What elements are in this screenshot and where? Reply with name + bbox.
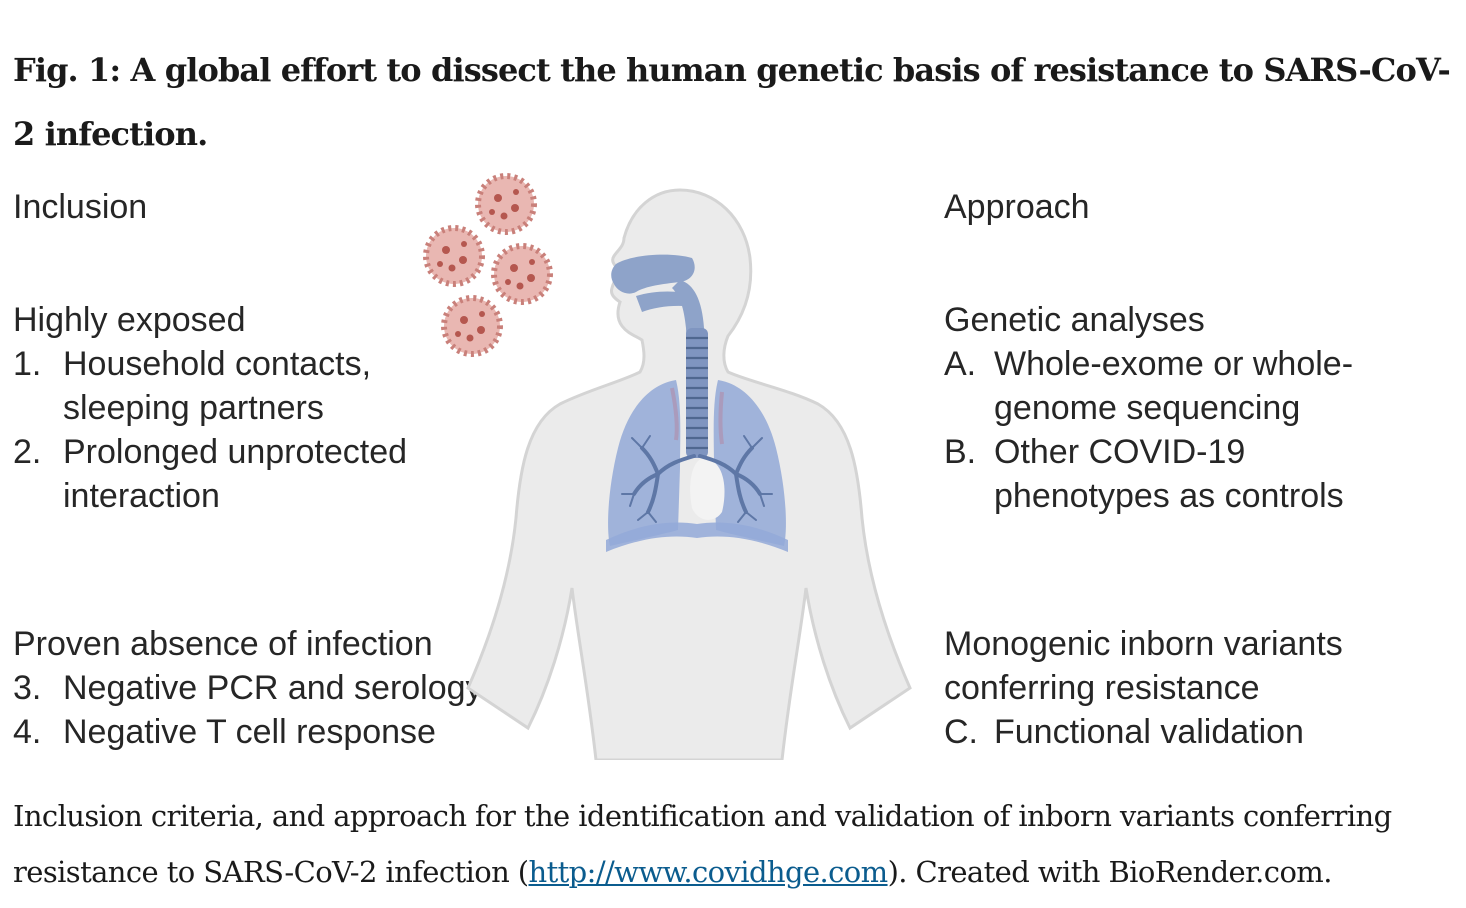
approach-heading: Approach — [944, 188, 1090, 226]
respiratory-illustration — [410, 168, 930, 762]
right-lung — [713, 380, 786, 546]
item-a-marker: A. — [944, 345, 977, 383]
pulmonary-vessel-left — [670, 387, 679, 441]
inclusion-column: Inclusion Highly exposed 1. Household co… — [13, 182, 533, 762]
item-a-line-1: Whole-exome or whole- — [994, 345, 1354, 383]
monogenic-variants-line-1: Monogenic inborn variants — [944, 625, 1343, 663]
item-4-line-1: Negative T cell response — [63, 713, 436, 751]
item-b-marker: B. — [944, 433, 977, 471]
item-4-marker: 4. — [13, 713, 42, 751]
nasal-cavity — [611, 254, 695, 294]
trachea-rings — [686, 336, 708, 450]
approach-column: Approach Genetic analyses A. Whole-exome… — [944, 182, 1444, 762]
genetic-analyses-title: Genetic analyses — [944, 301, 1205, 339]
proven-absence-title: Proven absence of infection — [13, 625, 433, 663]
virus-icon — [423, 173, 553, 357]
caption-text-after: ). Created with BioRender.com. — [887, 855, 1333, 889]
trachea — [686, 328, 708, 458]
item-c-line-1: Functional validation — [994, 713, 1304, 751]
item-2-marker: 2. — [13, 433, 42, 471]
human-torso-icon — [423, 173, 912, 762]
item-1-line-2: sleeping partners — [63, 389, 324, 427]
heart — [690, 458, 725, 520]
bronchioles — [621, 435, 773, 523]
item-b-line-1: Other COVID-19 — [994, 433, 1246, 471]
item-2-line-2: interaction — [63, 477, 220, 515]
item-1-line-1: Household contacts, — [63, 345, 372, 383]
item-3-marker: 3. — [13, 669, 42, 707]
item-a-line-2: genome sequencing — [994, 389, 1301, 427]
left-lung — [608, 380, 681, 546]
inclusion-heading: Inclusion — [13, 188, 148, 226]
figure-title: Fig. 1: A global effort to dissect the h… — [13, 51, 1451, 153]
body-silhouette — [466, 188, 912, 762]
item-3-line-1: Negative PCR and serology — [63, 669, 483, 707]
item-1-marker: 1. — [13, 345, 42, 383]
bronchi — [632, 446, 762, 514]
item-c-marker: C. — [944, 713, 978, 751]
highly-exposed-title: Highly exposed — [13, 301, 246, 339]
item-b-line-2: phenotypes as controls — [994, 477, 1344, 515]
pulmonary-vessel-right — [718, 391, 724, 445]
caption-text-before: Inclusion criteria, and approach for the… — [13, 799, 1392, 889]
monogenic-variants-line-2: conferring resistance — [944, 669, 1260, 707]
figure-caption: Inclusion criteria, and approach for the… — [13, 788, 1453, 900]
item-2-line-1: Prolonged unprotected — [63, 433, 408, 471]
covidhge-link[interactable]: http://www.covidhge.com — [528, 855, 889, 889]
diaphragm — [606, 522, 788, 552]
